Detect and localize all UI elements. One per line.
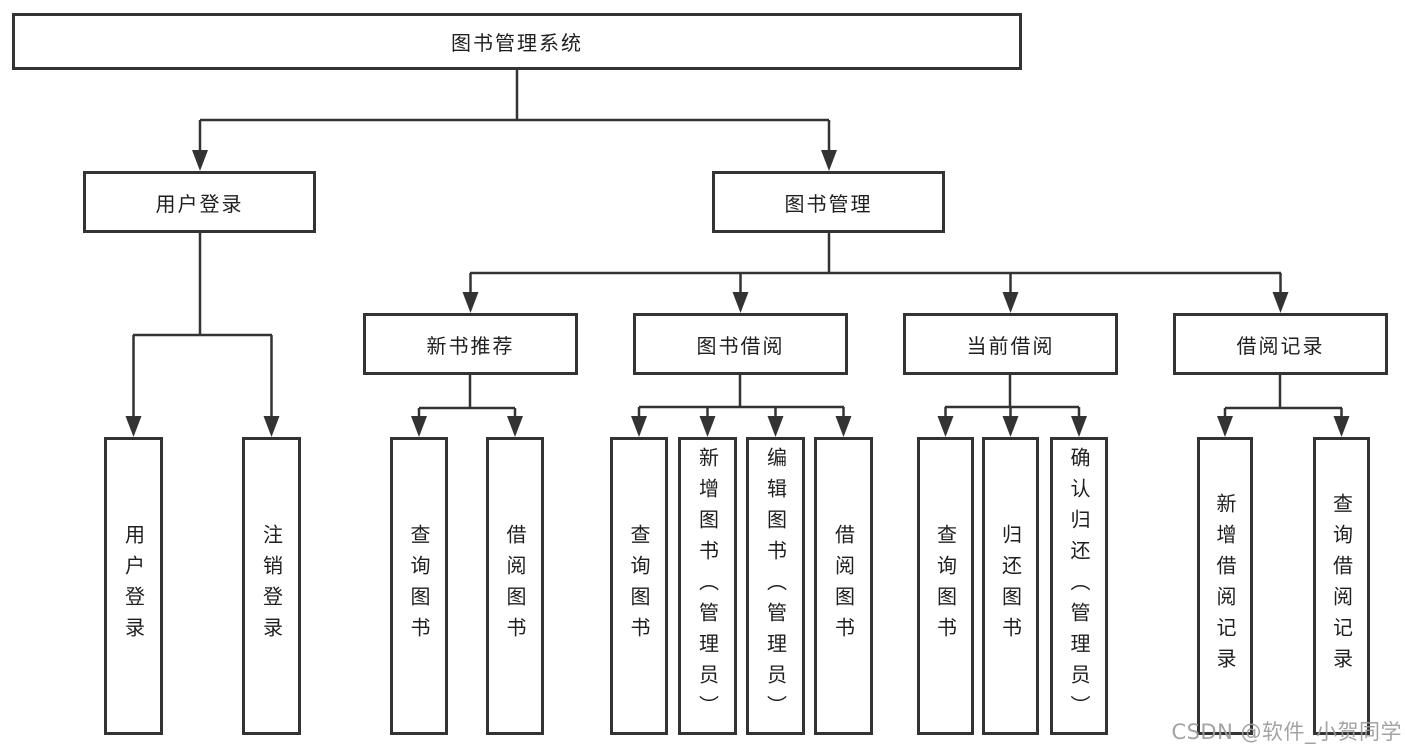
node-user-login: 用户登录 xyxy=(83,171,316,233)
leaf-current-query-books: 查询图书 xyxy=(917,437,974,735)
leaf-borrowing-edit-books-admin-label: 编辑图书（管理员） xyxy=(763,446,788,726)
leaf-logout: 注销登录 xyxy=(242,437,301,735)
leaf-current-confirm-return-admin: 确认归还（管理员） xyxy=(1050,437,1108,735)
node-current-borrowing: 当前借阅 xyxy=(903,313,1118,375)
leaf-records-add-borrow-record-label: 新增借阅记录 xyxy=(1213,493,1237,679)
leaf-current-return-books: 归还图书 xyxy=(982,437,1039,735)
leaf-records-query-borrow-record-label: 查询借阅记录 xyxy=(1329,493,1354,679)
node-book-management: 图书管理 xyxy=(712,171,945,233)
leaf-records-query-borrow-record: 查询借阅记录 xyxy=(1313,437,1370,735)
leaf-newbook-query-books: 查询图书 xyxy=(390,437,448,735)
leaf-records-add-borrow-record: 新增借阅记录 xyxy=(1197,437,1253,735)
leaf-borrowing-query-books: 查询图书 xyxy=(610,437,668,735)
leaf-logout-label: 注销登录 xyxy=(259,524,284,648)
leaf-borrowing-borrow-books-label: 借阅图书 xyxy=(831,524,856,648)
node-book-borrowing: 图书借阅 xyxy=(633,313,848,375)
leaf-borrowing-edit-books-admin: 编辑图书（管理员） xyxy=(746,437,805,735)
node-library-system: 图书管理系统 xyxy=(12,13,1022,70)
node-borrowing-records: 借阅记录 xyxy=(1173,313,1388,375)
leaf-user-login: 用户登录 xyxy=(104,437,163,735)
leaf-newbook-query-books-label: 查询图书 xyxy=(407,524,431,648)
leaf-newbook-borrow-books-label: 借阅图书 xyxy=(503,524,527,648)
leaf-borrowing-add-books-admin: 新增图书（管理员） xyxy=(678,437,737,735)
leaf-newbook-borrow-books: 借阅图书 xyxy=(486,437,544,735)
leaf-current-return-books-label: 归还图书 xyxy=(998,524,1023,648)
node-new-book-recommend: 新书推荐 xyxy=(363,313,578,375)
arrowheads xyxy=(125,150,1350,437)
watermark: CSDN @软件_小贺同学 xyxy=(1171,720,1402,744)
leaf-borrowing-borrow-books: 借阅图书 xyxy=(814,437,873,735)
leaf-current-query-books-label: 查询图书 xyxy=(933,524,958,648)
leaf-user-login-label: 用户登录 xyxy=(121,524,146,648)
leaf-current-confirm-return-admin-label: 确认归还（管理员） xyxy=(1067,446,1091,726)
leaf-borrowing-add-books-admin-label: 新增图书（管理员） xyxy=(695,446,720,726)
leaf-borrowing-query-books-label: 查询图书 xyxy=(627,524,651,648)
